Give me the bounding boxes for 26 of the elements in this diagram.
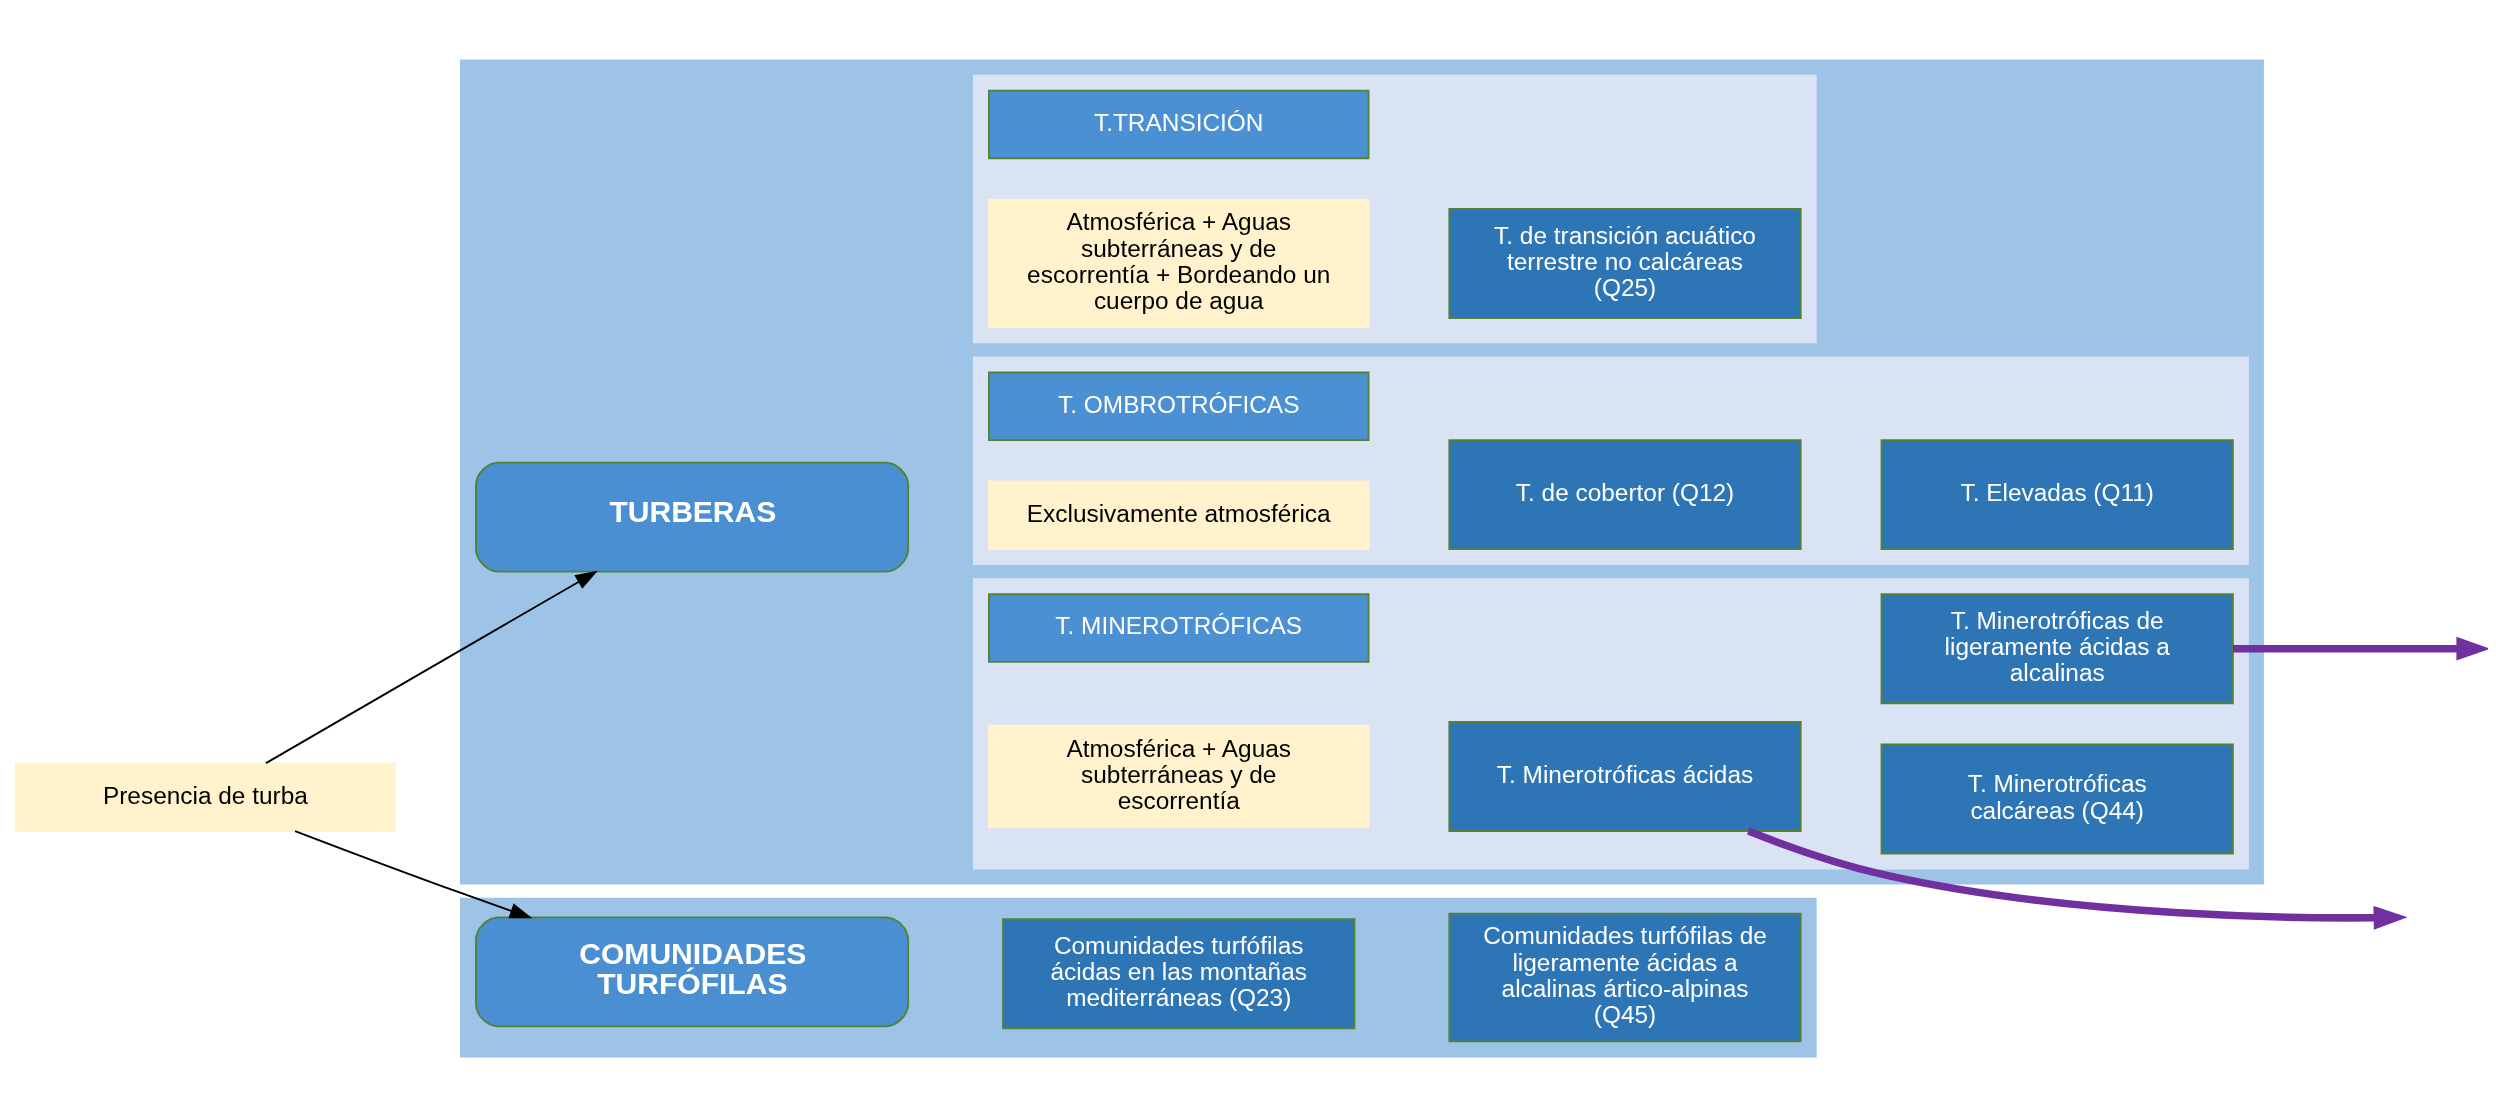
- cluster: [460, 897, 1817, 1058]
- cluster: [972, 74, 1817, 344]
- node-box: Atmosférica + Aguas subterráneas y de escorrentía: [988, 724, 1370, 829]
- node-box: Comunidades turfófilas de ligeramente ácidas a alcalinas ártico-alpinas (Q45): [1448, 912, 1802, 1043]
- arrow: [2232, 636, 2488, 661]
- arrow: [294, 830, 533, 919]
- node-box: T. de cobertor (Q12): [1448, 439, 1802, 551]
- node-box: Comunidades turfófilas ácidas en las montañas mediterráneas (Q23): [1002, 918, 1356, 1030]
- cluster: [972, 356, 2249, 566]
- node-box: T. Minerotróficas calcáreas (Q44): [1880, 743, 2234, 855]
- node-box: Exclusivamente atmosférica: [988, 480, 1370, 551]
- cluster: [972, 578, 2249, 870]
- node-box: COMUNIDADES TURFÓFILAS: [475, 916, 910, 1028]
- node-box: T. OMBROTRÓFICAS: [988, 371, 1370, 442]
- node-box: T. MINEROTRÓFICAS: [988, 593, 1370, 663]
- node-box: T. Minerotróficas de ligeramente ácidas a alcalinas: [1880, 593, 2234, 705]
- node-box: TURBERAS: [475, 461, 910, 573]
- cluster: [460, 59, 2264, 885]
- arrow: [1747, 827, 2408, 930]
- arrow: [265, 570, 598, 765]
- node-box: T.TRANSICIÓN: [988, 89, 1370, 160]
- node-box: T. Elevadas (Q11): [1880, 439, 2234, 551]
- node-box: T. de transición acuático terrestre no calcáreas (Q25): [1448, 208, 1802, 319]
- node-box: Presencia de turba: [14, 762, 397, 832]
- node-box: Atmosférica + Aguas subterráneas y de escorrentía + Bordeando un cuerpo de agua: [988, 198, 1370, 329]
- node-box: T. Minerotróficas ácidas: [1448, 721, 1802, 832]
